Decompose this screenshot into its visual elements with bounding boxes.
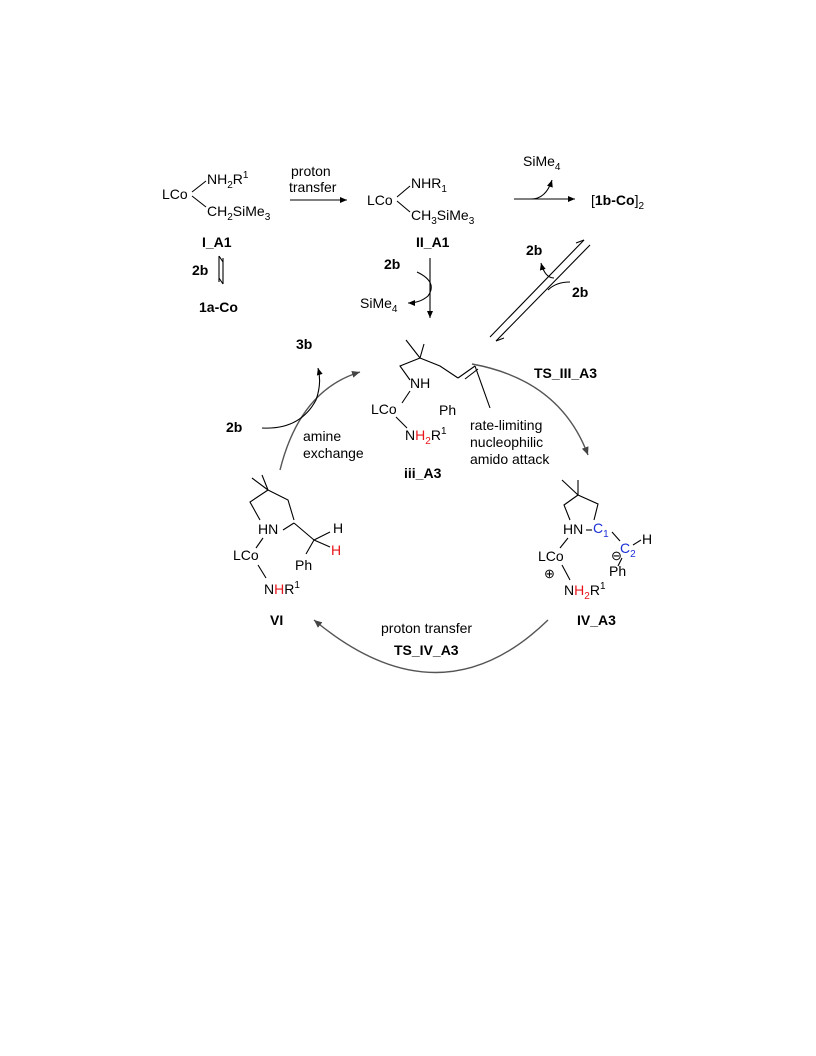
ii-a1-ligand-bottom: CH3SiMe3 (411, 207, 475, 227)
ts-iv-label: TS_IV_A3 (394, 642, 459, 658)
ii-a1-metal: LCo (367, 192, 393, 208)
ii-a1-ligand-top: NHR1 (411, 175, 447, 195)
iv-metal: LCo (538, 548, 564, 564)
iii-ph: Ph (439, 402, 456, 418)
i-a1-ligand-top: NH2R1 (207, 170, 249, 191)
ii-a1-label: II_A1 (416, 234, 450, 250)
iii-nh: NH (410, 375, 430, 391)
iv-c1: C1 (593, 520, 609, 540)
two-b-dimer-in: 2b (572, 284, 588, 300)
two-b-equilibrium: 2b (192, 262, 208, 278)
rate-limiting-text: rate-limiting (470, 417, 542, 433)
compound-ii-a1: LCo NHR1 CH3SiMe3 II_A1 (367, 175, 475, 250)
iv-h: H (642, 531, 652, 547)
iv-minus: ⊖ (611, 548, 622, 563)
three-b: 3b (296, 336, 312, 352)
step-nucleophilic-attack: TS_III_A3 rate-limiting nucleophilic ami… (470, 363, 597, 467)
iii-amine: NH2R1 (405, 426, 447, 447)
dimer-formation-step: SiMe4 [1b-Co]2 (514, 153, 644, 212)
i-a1-label: I_A1 (202, 234, 232, 250)
compound-vi: HN H H Ph LCo NHR1 VI (233, 474, 343, 628)
one-a-co-label: 1a-Co (199, 299, 238, 315)
ts-iii-label: TS_III_A3 (534, 365, 597, 381)
equilibrium-arrows: 2b 1a-Co (192, 255, 238, 315)
proton-transfer-text-2: transfer (289, 179, 337, 195)
proton-transfer-step: proton transfer (289, 163, 347, 203)
iv-c2: C2 (620, 540, 636, 560)
iv-hn: HN (563, 521, 583, 537)
vi-amine: NHR1 (264, 580, 300, 597)
compound-i-a1: LCo NH2R1 CH2SiMe3 I_A1 (162, 170, 271, 250)
vi-metal: LCo (233, 547, 259, 563)
dimer-label: [1b-Co]2 (591, 192, 644, 212)
sime4-mid: SiMe4 (360, 295, 398, 315)
two-b-left: 2b (226, 419, 242, 435)
two-b-dimer-out: 2b (526, 242, 542, 258)
vi-h-top: H (333, 520, 343, 536)
sime4-top: SiMe4 (523, 153, 561, 173)
iv-ph: Ph (609, 563, 626, 579)
iii-a3-label: iii_A3 (404, 465, 442, 481)
compound-iv-a3: HN C1 C2 H LCo ⊕ ⊖ Ph NH2R1 IV_A3 (538, 479, 652, 628)
two-b-ii: 2b (384, 256, 400, 272)
iv-amine: NH2R1 (564, 581, 606, 602)
step-amine-exchange: 3b 2b amine exchange (226, 336, 364, 471)
amine-exchange-text-2: exchange (303, 445, 364, 461)
nucleophilic-text: nucleophilic (470, 434, 543, 450)
i-a1-ligand-bottom: CH2SiMe3 (207, 203, 271, 223)
amido-attack-text: amido attack (470, 451, 550, 467)
iv-plus: ⊕ (544, 566, 555, 581)
iii-metal: LCo (371, 401, 397, 417)
step-proton-transfer-bottom: proton transfer TS_IV_A3 (313, 619, 549, 674)
proton-transfer-bottom-text: proton transfer (381, 620, 472, 636)
i-a1-metal: LCo (162, 186, 188, 202)
vi-hn: HN (258, 521, 278, 537)
vi-label: VI (270, 612, 283, 628)
amine-exchange-text-1: amine (303, 428, 341, 444)
vi-h-red: H (331, 542, 341, 558)
iv-a3-label: IV_A3 (577, 612, 616, 628)
compound-iii-a3: NH LCo Ph NH2R1 iii_A3 (371, 339, 491, 481)
vi-ph: Ph (295, 557, 312, 573)
ii-to-iii-step: 2b SiMe4 (360, 256, 433, 318)
proton-transfer-text-1: proton (291, 163, 331, 179)
dimer-equilibrium: 2b 2b (489, 239, 591, 342)
